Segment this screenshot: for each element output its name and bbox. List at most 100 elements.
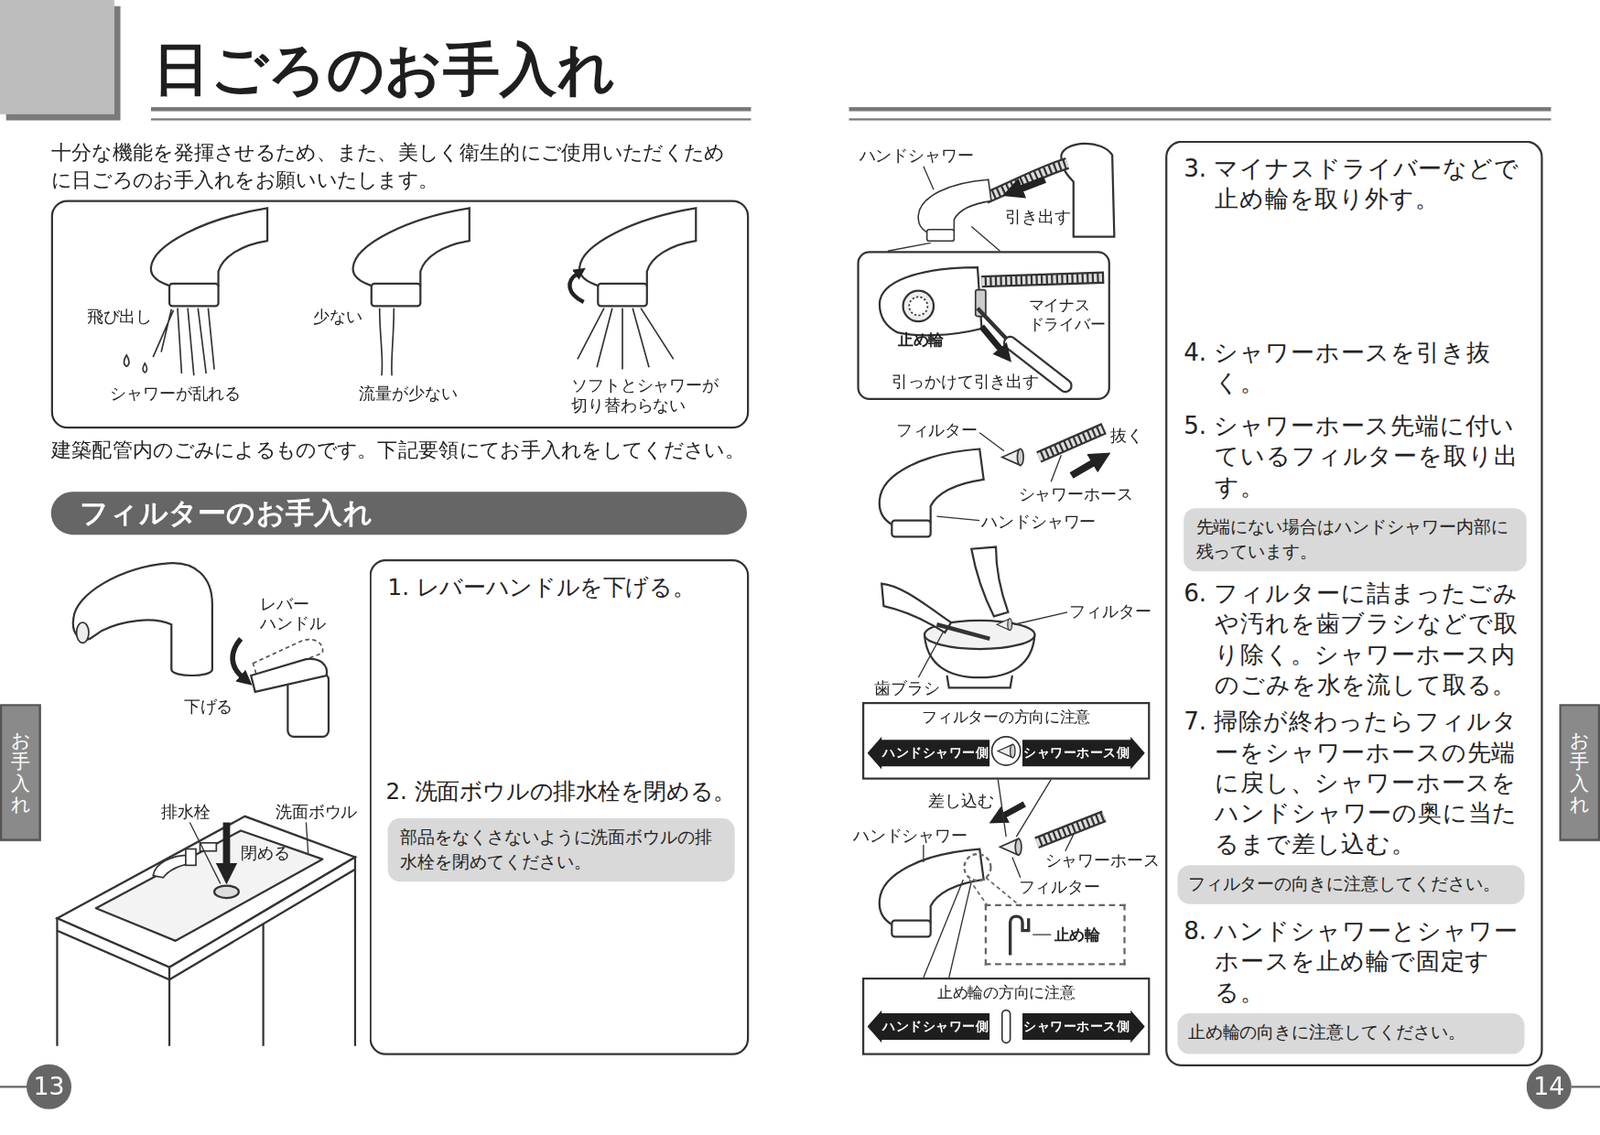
step-panel: 3. マイナスドライバーなどで止め輪を取り外す。4. シャワーホースを引き抜く。…	[1165, 140, 1543, 1067]
symptom-panel: 飛び出しシャワーが乱れる少ない流量が少ないソフトとシャワーが 切り替わらない	[51, 200, 750, 430]
faucet-symptoms	[577, 308, 674, 370]
node-text: 部品をなくさないように洗面ボウルの排水栓を閉めてください。	[400, 825, 723, 875]
part-label: シャワーホース	[1018, 485, 1134, 506]
detail-inset	[903, 291, 934, 322]
filter-removal	[879, 428, 1104, 537]
washbasin	[56, 816, 356, 1047]
note-box: フィルターの向きに注意してください。	[1177, 864, 1525, 904]
filter-removal	[1038, 428, 1104, 457]
header-decoration	[849, 107, 1552, 111]
direction-icons	[997, 744, 1016, 757]
filter-insertion	[1010, 916, 1029, 955]
detail-inset	[981, 277, 1104, 282]
hand-shower-pulled	[887, 166, 1001, 252]
lever-faucet	[73, 562, 213, 676]
washbasin	[223, 822, 231, 868]
part-label: フィルター	[1018, 877, 1101, 898]
inset-box: マイナス ドライバー止め輪引っかけて引き出す	[856, 250, 1110, 400]
washbasin	[189, 822, 308, 885]
direction-icons	[1002, 1010, 1011, 1044]
node-text: お手入れ	[1569, 729, 1590, 815]
lever-faucet	[73, 562, 329, 737]
arrow-shape	[867, 1010, 991, 1044]
part-label: 歯ブラシ	[874, 678, 940, 699]
filter-removal	[936, 432, 1061, 521]
filter-cleaning	[971, 547, 1008, 617]
node-text: ハンドシャワー側	[882, 745, 989, 761]
part-label: 閉める	[240, 843, 291, 864]
direction-arrow: シャワーホース側	[1022, 1010, 1146, 1044]
washbasin	[185, 849, 196, 866]
node-text: 止め輪の向きに注意してください。	[1188, 1020, 1515, 1046]
node-text: 引っかけて引き出す	[891, 371, 1039, 392]
part-label: ハンドシャワー	[853, 825, 968, 846]
page-title: 日ごろのお手入れ	[152, 34, 616, 104]
detail-inset	[879, 267, 982, 336]
direction-arrow: ハンドシャワー側	[867, 1010, 991, 1044]
hand-shower-pulled	[918, 179, 992, 241]
direction-icons	[992, 736, 1021, 766]
detail-inset	[908, 296, 928, 315]
node-text: 3. マイナスドライバーなどで止め輪を取り外す。	[1183, 152, 1535, 215]
lever-faucet	[250, 659, 327, 692]
node-text: 1. レバーハンドルを下げる。	[388, 573, 736, 604]
note-box: 先端にない場合はハンドシャワー内部に残っています。	[1183, 508, 1527, 572]
node-text: 少ない	[313, 307, 363, 328]
node-text: お手入れ	[10, 729, 31, 815]
part-label: 下げる	[183, 696, 234, 717]
filter-insertion	[963, 854, 991, 881]
arrow-shape	[1022, 736, 1146, 770]
part-label: 引き出す	[1005, 206, 1071, 228]
part-label: ハンドシャワー	[859, 145, 974, 166]
filter-insertion	[1000, 838, 1022, 855]
header-decoration	[151, 107, 752, 111]
node-text: 7. 掃除が終わったらフィルターをシャワーホースの先端に戻し、シャワーホースをハ…	[1183, 705, 1535, 860]
lever-faucet	[76, 622, 89, 643]
caution-box: 止め輪の方向に注意ハンドシャワー側シャワーホース側	[862, 977, 1150, 1056]
header-decoration	[6, 6, 121, 121]
part-label: フィルター	[1069, 602, 1151, 623]
filter-insertion	[1037, 816, 1105, 844]
filter-insertion	[969, 877, 1021, 907]
faucet-symptoms	[123, 273, 673, 376]
washbasin	[96, 830, 323, 941]
filter-cleaning	[881, 547, 1068, 689]
filter-insertion	[1032, 933, 1051, 935]
hand-shower-pulled	[985, 162, 1068, 198]
part-label: ハンドシャワー	[981, 512, 1096, 533]
filter-removal	[1071, 461, 1097, 476]
faucet-symptoms	[123, 207, 696, 376]
node-text: フィルターのお手入れ	[79, 491, 373, 535]
node-text: 流量が少ない	[358, 383, 457, 404]
node-text: マイナス ドライバー	[1028, 295, 1108, 335]
node-text: シャワーホース側	[1023, 745, 1130, 761]
node-text: 5. シャワーホース先端に付いているフィルターを取り出す。	[1183, 410, 1535, 503]
page-number: 14	[1526, 1064, 1572, 1110]
filter-cleaning	[996, 618, 1012, 630]
node-text: フィルターの向きに注意してください。	[1188, 872, 1515, 898]
step-panel: 1. レバーハンドルを下げる。 2. 洗面ボウルの排水栓を閉める。部品をなくさない…	[369, 559, 750, 1056]
header-decoration	[151, 118, 752, 120]
part-label: 差し込む	[928, 790, 994, 811]
part-label: 洗面ボウル	[275, 801, 357, 822]
faucet-symptoms	[379, 308, 395, 377]
detail-inset	[981, 326, 1002, 352]
part-label: 抜く	[1110, 425, 1144, 446]
node-text: 止め輪	[1054, 925, 1101, 945]
node-text: 飛び出し	[86, 307, 152, 328]
node-text: 13	[32, 1071, 65, 1103]
hand-shower-pulled	[1018, 179, 1046, 190]
node-text: シャワーが乱れる	[109, 383, 241, 404]
filter-removal	[1038, 428, 1104, 457]
washbasin	[214, 886, 239, 898]
filter-cleaning	[936, 624, 990, 639]
filter-cleaning	[918, 612, 1068, 678]
filter-insertion	[879, 779, 1104, 978]
node-text: 2. 洗面ボウルの排水栓を閉める。	[385, 777, 743, 807]
header-decoration	[0, 0, 1551, 121]
page-number-rule	[0, 1085, 1600, 1088]
node-text: 6. フィルターに詰まったごみや汚れを歯ブラシなどで取り除く。シャワーホース内の…	[1183, 577, 1535, 701]
faucet-symptoms	[353, 207, 470, 306]
faucet-symptoms	[151, 207, 268, 306]
faucet-symptoms	[152, 308, 215, 377]
